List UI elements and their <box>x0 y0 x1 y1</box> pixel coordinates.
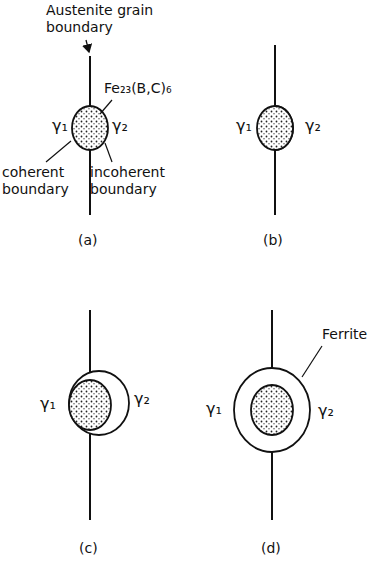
grain-label: γ₁ <box>206 400 222 417</box>
grain-label: γ₁ <box>236 117 252 134</box>
boundary-label: coherent boundary <box>2 164 74 198</box>
grain-label: γ₁ <box>52 117 68 134</box>
precipitate <box>72 106 108 150</box>
panel-label: (c) <box>79 540 98 557</box>
grain-label: γ₂ <box>305 117 321 134</box>
boundary-label: incoherent boundary <box>90 164 176 198</box>
phase-label: Ferrite <box>322 326 367 343</box>
leader-line <box>302 346 322 377</box>
leader-line <box>46 141 71 162</box>
precipitate <box>251 385 293 435</box>
grain-boundary-label: Austenite grain boundary <box>46 2 164 36</box>
grain-label: γ₂ <box>134 390 150 407</box>
precipitate <box>69 380 111 430</box>
grain-label: γ₁ <box>40 395 56 412</box>
leader-arrow <box>86 40 89 52</box>
ferrite-layer <box>234 368 310 452</box>
leader-line <box>105 143 112 162</box>
panel-label: (b) <box>263 232 283 249</box>
phase-label: Fe₂₃(B,C)₆ <box>104 80 172 97</box>
grain-label: γ₂ <box>318 402 334 419</box>
grain-label: γ₂ <box>112 117 128 134</box>
leader-line <box>100 100 112 114</box>
panel-label: (a) <box>78 232 98 249</box>
ferrite-layer <box>69 371 129 435</box>
precipitate <box>257 106 293 150</box>
panel-label: (d) <box>261 540 281 557</box>
